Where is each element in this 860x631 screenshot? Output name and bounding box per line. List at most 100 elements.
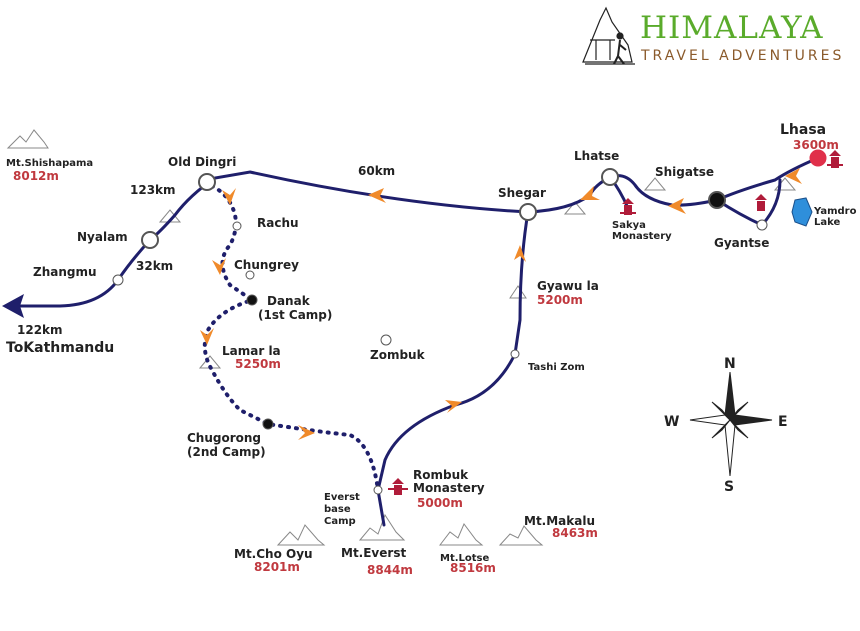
rachu-marker	[232, 221, 242, 231]
arrow-icon	[222, 188, 236, 205]
label-cho-oyu: Mt.Cho Oyu	[234, 547, 313, 561]
label-lhasa-alt: 3600m	[793, 138, 839, 152]
label-kathmandu: ToKathmandu	[6, 340, 114, 356]
lhasa-marker	[809, 149, 827, 167]
monastery-icon	[620, 198, 636, 215]
label-sakya: Sakya	[612, 220, 646, 231]
mountain-icon	[358, 513, 406, 541]
arrow-icon	[298, 425, 315, 440]
label-shigatse: Shigatse	[655, 165, 714, 179]
alt-everest: 8844m	[367, 563, 413, 577]
label-gyawu-la: Gyawu la	[537, 279, 599, 293]
label-rachu: Rachu	[257, 216, 299, 230]
label-shegar: Shegar	[498, 186, 546, 200]
label-chungrey: Chungrey	[234, 258, 299, 272]
distance-60km: 60km	[358, 164, 395, 178]
label-tashi-zom: Tashi Zom	[528, 362, 585, 373]
alt-shishapama: 8012m	[13, 169, 59, 183]
mountain-icon	[509, 285, 527, 299]
label-rombuk-2: Monastery	[413, 481, 485, 495]
label-chugorong-camp: (2nd Camp)	[187, 445, 266, 459]
mountain-icon	[438, 523, 484, 546]
label-zhangmu: Zhangmu	[33, 265, 97, 279]
mountain-icon	[498, 525, 544, 546]
alt-cho-oyu: 8201m	[254, 560, 300, 574]
place-markers	[112, 149, 827, 495]
arrow-icon	[368, 188, 386, 203]
alt-makalu: 8463m	[552, 526, 598, 540]
label-old-dingri: Old Dingri	[168, 155, 236, 169]
chungrey-marker	[245, 270, 255, 280]
label-ebc: Everst	[324, 492, 360, 503]
mountain-icon	[6, 129, 49, 149]
compass-w: W	[664, 414, 679, 430]
arrow-to-kathmandu-icon	[2, 294, 24, 318]
label-yamdro-2: Lake	[814, 217, 841, 228]
shegar-marker	[519, 203, 537, 221]
compass-rose-icon	[689, 371, 773, 477]
alt-lotse: 8516m	[450, 561, 496, 575]
main-road	[18, 156, 820, 308]
mountain-icon	[563, 201, 587, 215]
monastery-icon	[755, 194, 767, 211]
label-sakya-2: Monastery	[612, 231, 672, 242]
alt-lamar-la: 5250m	[235, 357, 281, 371]
logo-subtitle: TRAVEL ADVENTURES	[640, 48, 844, 64]
zhangmu-marker	[112, 274, 124, 286]
monastery-icon	[388, 478, 408, 495]
label-lhatse: Lhatse	[574, 149, 619, 163]
arrow-icon	[514, 245, 526, 262]
label-rombuk: Rombuk	[413, 468, 469, 482]
gyantse-marker	[756, 219, 768, 231]
arrow-icon	[200, 328, 214, 345]
direction-arrows	[200, 168, 802, 440]
label-nyalam: Nyalam	[77, 230, 128, 244]
label-gyantse: Gyantse	[714, 236, 769, 250]
arrow-icon	[445, 400, 462, 413]
label-lamar-la: Lamar la	[222, 344, 281, 358]
nyalam-marker	[141, 231, 159, 249]
compass-s: S	[724, 479, 734, 495]
ebc-marker	[373, 485, 383, 495]
arrow-icon	[212, 258, 226, 275]
label-makalu: Mt.Makalu	[524, 514, 595, 528]
compass-e: E	[778, 414, 788, 430]
lhatse-marker	[601, 168, 619, 186]
mountain-icons	[6, 129, 797, 546]
distance-122km: 122km	[17, 323, 63, 337]
label-everest: Mt.Everst	[341, 546, 406, 560]
label-lhasa: Lhasa	[780, 122, 826, 138]
chugorong-marker	[262, 418, 274, 430]
alt-gyawu-la: 5200m	[537, 293, 583, 307]
logo: HIMALAYA TRAVEL ADVENTURES	[582, 6, 844, 65]
monastery-icon	[827, 150, 843, 168]
zombuk-marker	[380, 334, 392, 346]
mountain-icon	[276, 524, 326, 546]
distance-32km: 32km	[136, 259, 173, 273]
everest-road	[376, 210, 530, 527]
label-danak: Danak	[267, 294, 311, 308]
compass-n: N	[724, 356, 736, 372]
arrow-icon	[785, 168, 802, 184]
yamdro-lake-icon	[791, 197, 813, 227]
label-yamdro: Yamdro	[813, 206, 857, 217]
label-shishapama: Mt.Shishapama	[6, 158, 93, 169]
arrow-icon	[668, 198, 686, 214]
label-lotse: Mt.Lotse	[440, 553, 490, 564]
distance-123km: 123km	[130, 183, 176, 197]
monastery-icons	[388, 150, 843, 495]
old-dingri-marker	[198, 173, 216, 191]
tashi-zom-marker	[510, 349, 520, 359]
shigatse-marker	[708, 191, 726, 209]
label-chugorong: Chugorong	[187, 431, 261, 445]
arrow-icon	[580, 186, 600, 200]
mountain-icon	[643, 177, 667, 191]
danak-marker	[246, 294, 258, 306]
label-danak-camp: (1st Camp)	[258, 308, 332, 322]
alt-rombuk: 5000m	[417, 496, 463, 510]
label-zombuk: Zombuk	[370, 348, 426, 362]
logo-title: HIMALAYA	[640, 10, 824, 46]
label-ebc-3: Camp	[324, 516, 356, 527]
